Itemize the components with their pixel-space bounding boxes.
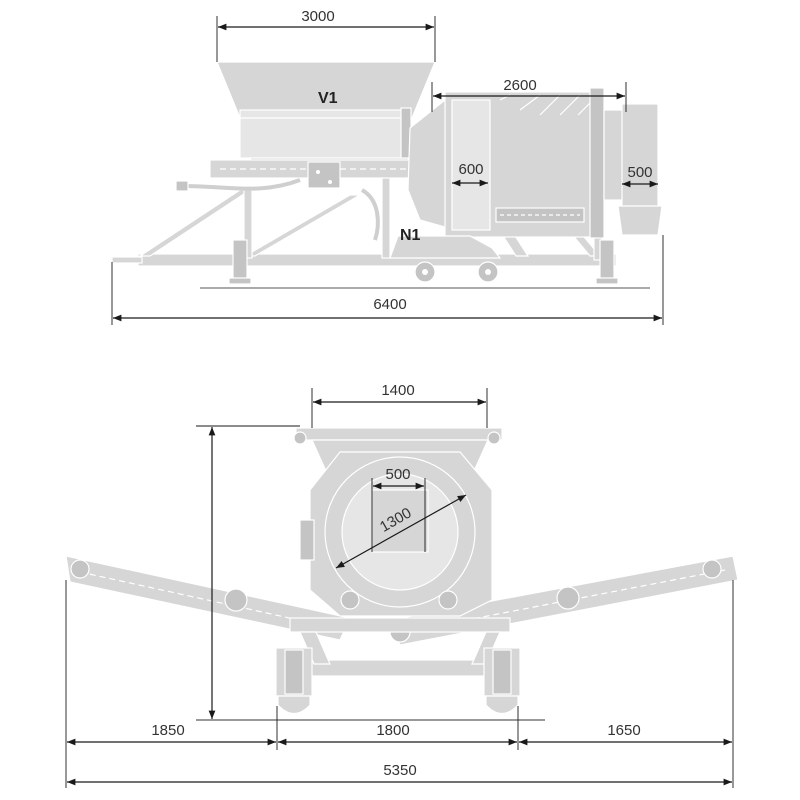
conveyor-left-support [224,588,248,612]
dim-5350-label: 5350 [383,762,416,779]
rim-bolt-right [487,431,501,445]
hopper-body [239,109,411,159]
dim-2600-label: 2600 [503,77,536,94]
pump-n1 [389,235,502,259]
outlet-housing [621,103,659,209]
dim-1800-label: 1800 [376,722,409,739]
hopper-tag: V1 [318,90,338,107]
hose [360,188,380,241]
drum-foot-left [340,590,360,610]
motor-box [307,161,341,189]
conveyor-left-roller [70,559,90,579]
cable-plug [175,180,189,192]
lower-frame-top [289,617,511,633]
base-frame [137,253,617,267]
motor-bolt-1 [316,170,320,174]
dim-1400-label: 1400 [381,382,414,399]
dim-500-front-label: 500 [385,466,410,483]
drum-end-plate [589,87,605,239]
wheel-2-hub [485,269,491,275]
drum-foot-right [438,590,458,610]
rim-bolt-left [293,431,307,445]
hopper-rim [295,427,503,441]
side-view: V1 N1 3000 2600 600 500 6400 [111,8,664,325]
jack-right-foot [595,277,619,285]
jack-left-foot [228,277,252,285]
wheel-right [485,695,519,715]
pump-tag: N1 [400,227,421,244]
tow-hitch [111,256,143,264]
side-motor [299,519,315,561]
dim-1850-label: 1850 [151,722,184,739]
cable [181,178,301,191]
jack-left [232,239,248,281]
post-center [381,169,391,259]
conveyor-left-dashes [79,571,336,629]
strut-mid [242,194,363,257]
dim-1300 [335,494,467,569]
motor-bolt-2 [328,180,332,184]
conveyor-right-roller [702,559,722,579]
dim-3000-label: 3000 [301,8,334,25]
dim-1650-label: 1650 [607,722,640,739]
outlet-chute [617,205,663,236]
wheel-left [277,695,311,715]
dim-500-side-label: 500 [627,164,652,181]
conveyor-right-support [556,586,580,610]
leg-left-inner [284,649,304,695]
conveyor-left [65,555,351,641]
drum-ring [451,99,491,231]
dim-6400-label: 6400 [373,296,406,313]
drum-outer-ring [324,456,476,608]
dim-600-label: 600 [458,161,483,178]
wheel-1-hub [422,269,428,275]
front-view: 1400 500 1300 1850 1800 1650 5350 [65,382,739,788]
leg-right-inner [492,649,512,695]
chain-guard [495,207,585,223]
jack-right [599,239,615,281]
